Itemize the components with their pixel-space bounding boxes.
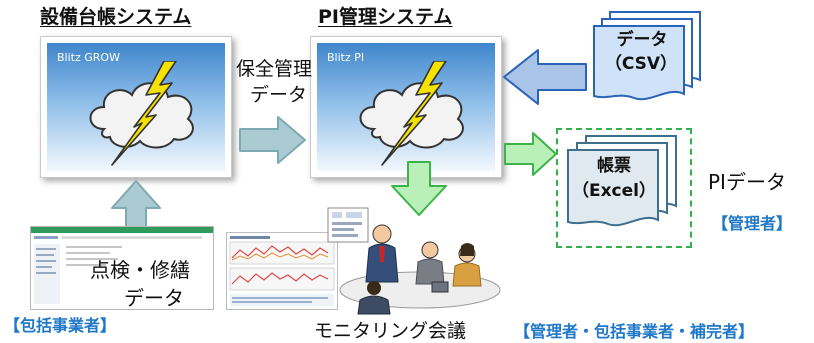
monitoring-chart-thumbnail [226, 232, 338, 310]
inspection-data-label-line1: 点検・修繕 [90, 258, 190, 282]
asset-system-box: Blitz GROW [40, 36, 232, 178]
meeting-roles: 【管理者・包括事業者・補完者】 [514, 322, 755, 341]
pi-data-role: 【管理者】 [712, 214, 793, 233]
inspection-role: 【包括事業者】 [4, 316, 117, 335]
monitoring-meeting-label: モニタリング会議 [314, 320, 467, 342]
left-arrow-icon [503, 49, 587, 105]
cloud-lightning-icon [359, 61, 464, 166]
asset-system-title: 設備台帳システム [40, 6, 192, 28]
meeting-illustration [327, 207, 501, 315]
down-arrow-icon [391, 161, 447, 216]
excel-document-stack [567, 135, 677, 227]
blitz-grow-label: Blitz GROW [57, 51, 120, 64]
right-arrow-icon [504, 132, 557, 176]
maintenance-data-label-line1: 保全管理 [236, 58, 313, 80]
blitz-pi-label: Blitz PI [327, 51, 365, 64]
inspection-screenshot-thumbnail [30, 226, 214, 310]
csv-label-line1: データ [616, 30, 668, 50]
pi-data-label: PIデータ [708, 170, 786, 194]
maintenance-data-label-line2: データ [250, 84, 308, 106]
csv-document-stack [593, 11, 701, 101]
csv-label-line2: （CSV） [604, 54, 678, 74]
pi-system-box: Blitz PI [310, 36, 502, 178]
inspection-data-label-line2: データ [124, 286, 184, 310]
excel-output-frame [556, 128, 692, 248]
pi-system-title: PI管理システム [318, 6, 453, 28]
excel-label-line1: 帳票 [597, 156, 631, 176]
right-arrow-icon [239, 116, 306, 164]
cloud-lightning-icon [89, 61, 194, 166]
excel-label-line2: （Excel） [571, 181, 656, 201]
